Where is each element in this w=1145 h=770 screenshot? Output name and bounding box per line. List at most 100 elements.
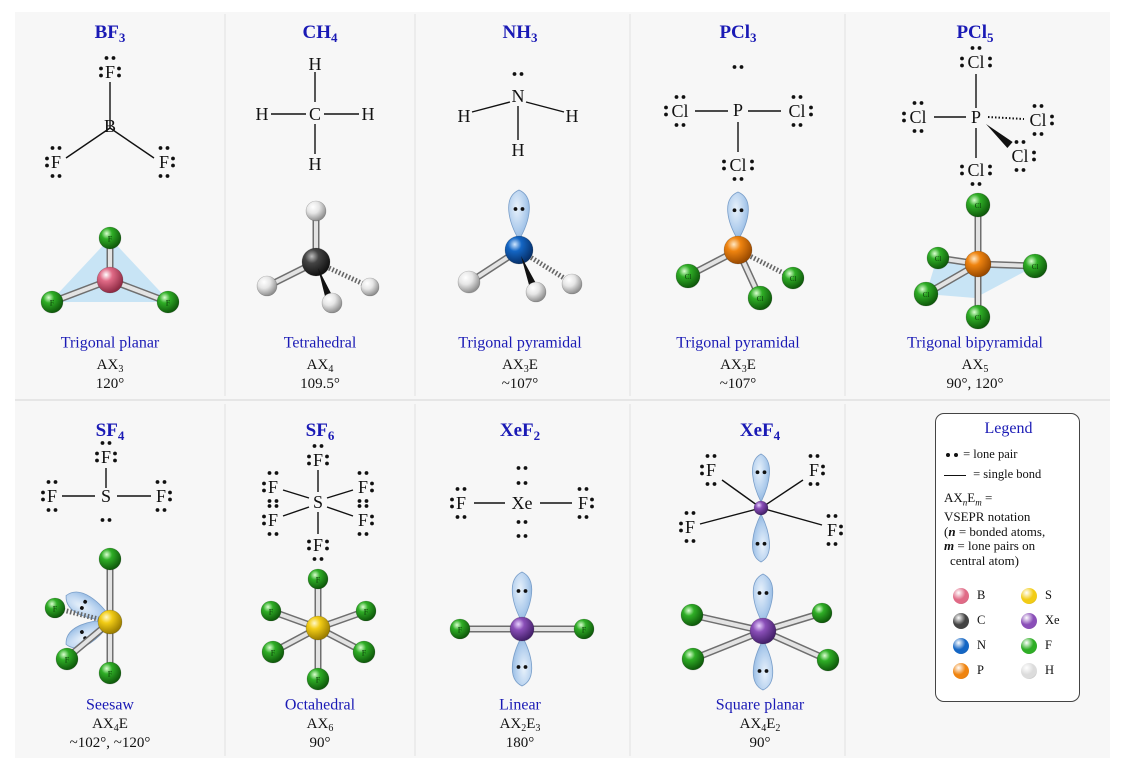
legend-atom-label: F (1045, 638, 1052, 652)
lewis-f: F (826, 514, 843, 546)
shape-name: Trigonal planar (61, 335, 160, 352)
dot (977, 182, 982, 186)
lone-pair-dots (722, 159, 726, 171)
notation-lone: = lone pairs on (954, 538, 1036, 554)
atom-symbol: F (268, 510, 278, 530)
dot (57, 174, 62, 178)
ball-sphere (965, 304, 991, 330)
atom-symbol: Cl (788, 101, 805, 121)
dot (162, 508, 167, 512)
lone-pair-dots (100, 441, 112, 445)
shape-name: Seesaw (86, 697, 134, 714)
dot (705, 482, 710, 486)
ball-sphere (675, 263, 701, 289)
formula-main: XeF (500, 420, 534, 441)
formula-main: XeF (740, 420, 774, 441)
molecule-formula: SF4 (96, 420, 125, 443)
lone-pair-dots (808, 454, 820, 458)
dot (262, 481, 266, 486)
dot (684, 511, 689, 515)
lone-pair-dots (455, 487, 467, 491)
ball-label: F (108, 670, 113, 679)
lone-pair-dots (516, 534, 528, 538)
lone-pair-dots (826, 542, 838, 546)
f-ball: F (44, 597, 66, 619)
lone-pair-dots (370, 481, 374, 493)
notation-part: E (747, 357, 756, 373)
lone-pair-dots (104, 56, 116, 60)
dot (739, 208, 744, 213)
dot (808, 482, 813, 486)
lewis-h: H (309, 54, 322, 74)
ball-sphere (747, 285, 773, 311)
lewis-f-bottom: F (307, 535, 329, 561)
notation-line2: VSEPR notation (944, 509, 1031, 525)
lone-pair-dots (46, 508, 58, 512)
wedge-bond (521, 256, 538, 290)
lone-pair-dots (821, 464, 825, 476)
dot (325, 546, 329, 551)
ball-sphere (926, 246, 950, 270)
dot (364, 471, 369, 475)
formula-subscript: 5 (987, 30, 994, 45)
atom-symbol: F (358, 477, 368, 497)
dot (523, 589, 528, 593)
legend-atom-label: S (1045, 588, 1052, 602)
lewis-f-right: F (155, 480, 172, 512)
cl-ball: Cl (675, 263, 701, 289)
bond-angle: 90°, 120° (947, 376, 1004, 392)
panel-grid (15, 12, 1110, 758)
dot (988, 56, 992, 61)
dot (821, 471, 825, 476)
dot (1014, 140, 1019, 144)
lone-pair-lobe (753, 573, 773, 625)
f-ball: F (307, 568, 329, 590)
central-xe-ball (749, 617, 777, 645)
notation-part: 4 (114, 723, 119, 734)
lewis-h: H (566, 106, 579, 126)
f-ball: F (352, 640, 376, 664)
lone-pair-dots (577, 515, 589, 519)
lone-pair-dots (262, 481, 266, 493)
lone-pair-dots (95, 451, 99, 463)
hashed-bond (987, 116, 1025, 120)
lewis-central-c: C (309, 104, 321, 124)
bond-line (282, 489, 310, 499)
lobe-shape (512, 635, 532, 687)
lone-pair-dots (357, 471, 369, 475)
dot (732, 65, 737, 69)
ball-sphere (55, 647, 79, 671)
dot (674, 95, 679, 99)
dot (988, 63, 992, 68)
dot (757, 669, 762, 673)
notation-part: 3 (535, 723, 540, 734)
dot (902, 118, 906, 123)
ball-label: Cl (1032, 263, 1039, 271)
lewis-central-p: P (733, 100, 743, 120)
f-ball: F (449, 618, 471, 640)
notation-bonded: = bonded atoms, (955, 523, 1046, 539)
dot (262, 488, 266, 493)
lone-pair-dots (970, 182, 982, 186)
ball-label: F (65, 656, 70, 665)
dot (691, 511, 696, 515)
dot (79, 606, 84, 610)
central-xe-ball (753, 500, 769, 516)
dot (1050, 121, 1054, 126)
lone-pair-dots (577, 487, 589, 491)
lone-pair-dots (732, 177, 744, 181)
formula-main: BF (95, 22, 119, 43)
ball-label: F (362, 649, 367, 658)
lone-pair-dots (267, 471, 279, 475)
lone-pair-dots (674, 123, 686, 127)
dot (307, 539, 311, 544)
dot (815, 482, 820, 486)
